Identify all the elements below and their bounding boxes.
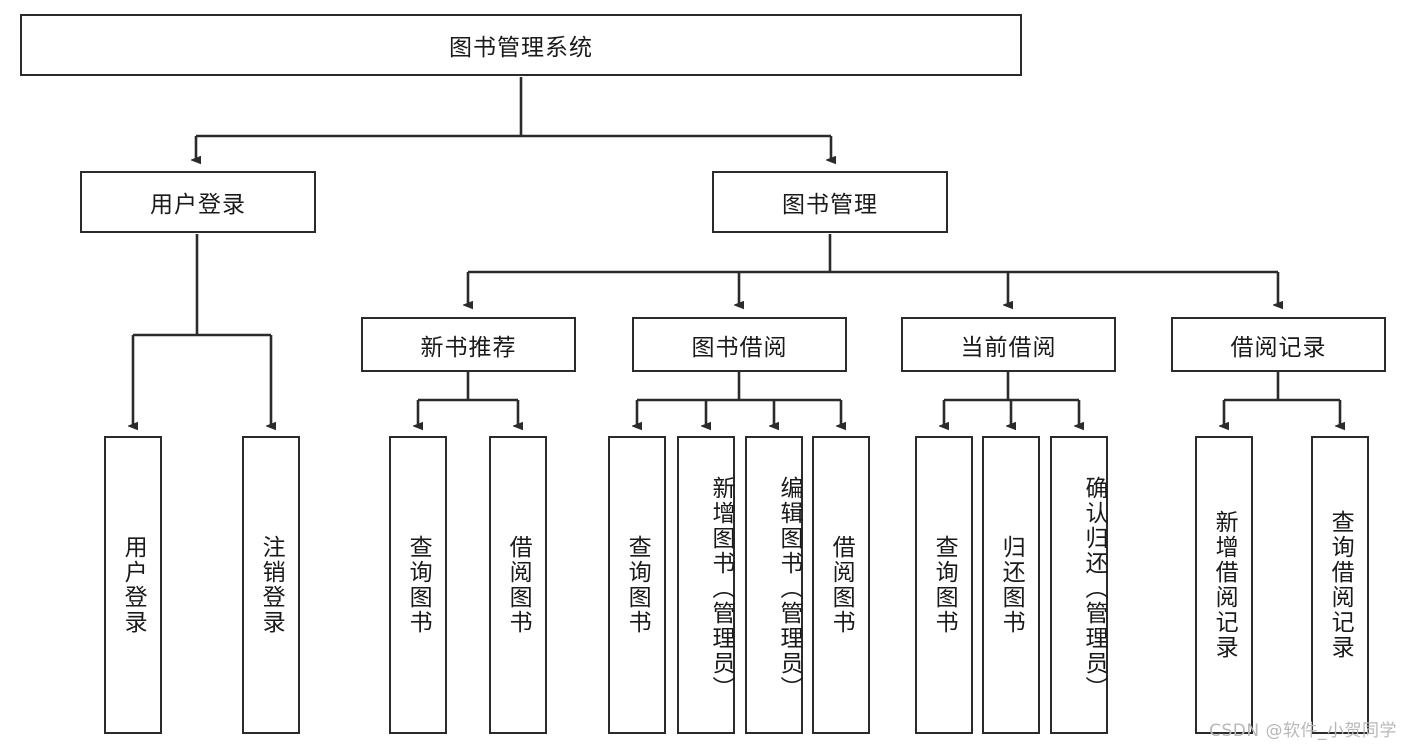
node-current-borrow[interactable]: 当前借阅 (901, 317, 1116, 372)
node-book-borrow-label: 图书借阅 (691, 334, 788, 361)
node-leaf-query-book-2-label: 查询图书 (624, 535, 651, 635)
node-borrow-record[interactable]: 借阅记录 (1171, 317, 1386, 372)
node-leaf-query-book-1-label: 查询图书 (405, 535, 432, 635)
node-new-book-recommend[interactable]: 新书推荐 (361, 317, 576, 372)
node-leaf-edit-book[interactable]: 编辑图书（管理员） (745, 436, 803, 734)
node-leaf-borrow-book-2-label: 借阅图书 (828, 535, 855, 635)
node-leaf-return-book[interactable]: 归还图书 (982, 436, 1040, 734)
node-leaf-query-borrow-record-label: 查询借阅记录 (1327, 510, 1354, 660)
node-leaf-query-book-2[interactable]: 查询图书 (608, 436, 666, 734)
node-leaf-return-book-label: 归还图书 (998, 535, 1025, 635)
node-leaf-query-book-3[interactable]: 查询图书 (915, 436, 973, 734)
node-leaf-borrow-book-1-label: 借阅图书 (505, 535, 532, 635)
node-leaf-add-book[interactable]: 新增图书（管理员） (677, 436, 735, 734)
node-leaf-add-borrow-record-label: 新增借阅记录 (1211, 510, 1238, 660)
node-leaf-add-borrow-record[interactable]: 新增借阅记录 (1195, 436, 1253, 734)
csdn-watermark: CSDN @软件_小贺同学 (1209, 721, 1397, 741)
node-leaf-confirm-return-label: 确认归还（管理员） (1081, 475, 1107, 701)
node-leaf-logout-login-label: 注销登录 (258, 535, 285, 635)
node-book-borrow[interactable]: 图书借阅 (632, 317, 847, 372)
node-current-borrow-label: 当前借阅 (960, 334, 1057, 361)
node-leaf-borrow-book-2[interactable]: 借阅图书 (812, 436, 870, 734)
node-leaf-confirm-return[interactable]: 确认归还（管理员） (1050, 436, 1108, 734)
node-user-login-label: 用户登录 (150, 192, 246, 218)
node-borrow-record-label: 借阅记录 (1230, 334, 1327, 361)
node-root-system-label: 图书管理系统 (449, 35, 593, 61)
node-leaf-add-book-label: 新增图书（管理员） (708, 475, 734, 701)
node-leaf-user-login[interactable]: 用户登录 (104, 436, 162, 734)
node-leaf-user-login-label: 用户登录 (120, 535, 147, 635)
node-leaf-query-book-3-label: 查询图书 (931, 535, 958, 635)
node-new-book-recommend-label: 新书推荐 (420, 334, 517, 361)
node-book-management[interactable]: 图书管理 (712, 171, 948, 233)
node-leaf-query-book-1[interactable]: 查询图书 (389, 436, 447, 734)
node-book-management-label: 图书管理 (782, 192, 878, 218)
node-leaf-edit-book-label: 编辑图书（管理员） (776, 475, 802, 701)
node-leaf-logout-login[interactable]: 注销登录 (242, 436, 300, 734)
node-leaf-borrow-book-1[interactable]: 借阅图书 (489, 436, 547, 734)
node-user-login[interactable]: 用户登录 (80, 171, 316, 233)
node-root-system[interactable]: 图书管理系统 (20, 14, 1022, 76)
node-leaf-query-borrow-record[interactable]: 查询借阅记录 (1311, 436, 1369, 734)
